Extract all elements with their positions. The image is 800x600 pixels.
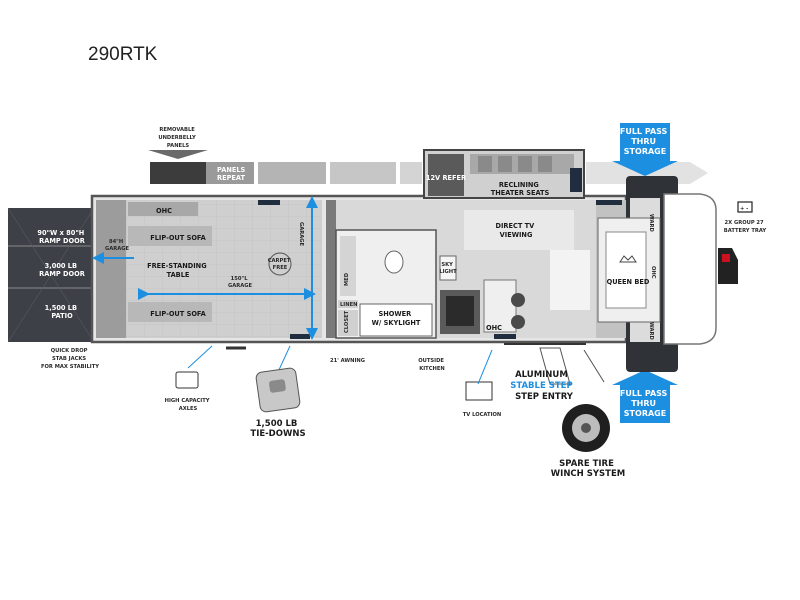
awning-label: 21' AWNING <box>330 358 365 364</box>
table-label: FREE-STANDING TABLE <box>147 262 209 279</box>
aluminum-step-label: ALUMINUM STABLE STEP STEP ENTRY <box>510 362 578 402</box>
ward-top-label: WARD <box>648 214 654 232</box>
svg-text:FULL PASS THRU STO: FULL PASS THRU STORAGE <box>620 389 670 418</box>
battery-icon <box>737 201 753 213</box>
bottom-callouts: QUICK DROP STAB JACKS FOR MAX STABILITY … <box>41 343 625 479</box>
ramp-door: 90"W x 80"H RAMP DOOR 3,000 LB RAMP DOOR… <box>7 207 95 343</box>
svg-text:FULL PASS THRU STO: FULL PASS THRU STORAGE <box>620 127 670 156</box>
bathroom-area: MED LINEN CLOSET SHOWER W/ SKYLIGHT SKY … <box>326 200 457 339</box>
garage-side-label: GARAGE <box>298 222 304 247</box>
closet-label: CLOSET <box>344 310 350 333</box>
kitchen-living: DIRECT TV VIEWING OHC <box>440 210 590 339</box>
garage-area: OHC FLIP-OUT SOFA FLIP-OUT SOFA FREE-STA… <box>92 196 318 340</box>
axle-gauge-icon <box>175 371 199 389</box>
linen-label: LINEN <box>340 302 357 308</box>
flipout-sofa-bottom-label: FLIP-OUT SOFA <box>150 310 206 318</box>
panel-strip: PANELS REPEAT <box>150 162 708 184</box>
toilet-icon <box>384 250 404 274</box>
panels-repeat-label: PANELS REPEAT <box>217 166 248 182</box>
flipout-sofa-top-label: FLIP-OUT SOFA <box>150 234 206 242</box>
outside-kitchen-label: OUTSIDE KITCHEN <box>418 358 446 372</box>
svg-text:+ -: + - <box>740 206 748 212</box>
battery-tray: + - 2X GROUP 27 BATTERY TRAY <box>718 201 767 284</box>
refer-label: 12V REFER <box>426 174 466 182</box>
bedroom: QUEEN BED WARD WARD OHC <box>596 200 661 340</box>
axles-label: HIGH CAPACITY AXLES <box>165 398 212 412</box>
battery-label: 2X GROUP 27 BATTERY TRAY <box>724 220 767 234</box>
slideout-top: 12V REFER RECLINING THEATER SEATS <box>423 149 585 199</box>
tv-location-label: TV LOCATION <box>463 412 502 418</box>
entry-step-icon <box>539 347 571 385</box>
ramp-door-weight-label: 3,000 LB RAMP DOOR <box>39 262 85 278</box>
ohc-kitchen-label: OHC <box>486 324 502 332</box>
ohc-top-label: OHC <box>156 207 172 215</box>
ward-bottom-label: WARD <box>648 322 654 340</box>
patio-label: 1,500 LB PATIO <box>45 304 80 320</box>
ramp-door-size-label: 90"W x 80"H RAMP DOOR <box>37 229 86 245</box>
hitch-icon <box>718 248 738 284</box>
tv-icon <box>465 381 493 401</box>
med-label: MED <box>344 272 350 286</box>
crown-icon <box>619 255 637 263</box>
model-title: 290RTK <box>88 44 158 65</box>
panel-dark <box>150 162 206 184</box>
garage-length-label: 150"L GARAGE <box>228 276 253 289</box>
stab-jacks-label: QUICK DROP STAB JACKS FOR MAX STABILITY <box>41 348 99 370</box>
pass-thru-storage-top: FULL PASS THRU STORAGE <box>612 123 678 176</box>
theater-seats-label: RECLINING THEATER SEATS <box>491 181 550 197</box>
down-arrow-icon <box>148 150 208 159</box>
removable-panels-callout: REMOVABLE UNDERBELLY PANELS <box>148 127 208 159</box>
direct-tv-label: DIRECT TV VIEWING <box>495 222 536 239</box>
garage-height-label: 84"H GARAGE <box>105 239 130 252</box>
spare-tire-label: SPARE TIRE WINCH SYSTEM <box>551 459 625 479</box>
carpet-free-label: CARPET FREE <box>268 258 293 271</box>
range-icon <box>446 296 474 326</box>
pass-thru-storage-bottom: FULL PASS THRU STORAGE <box>612 370 678 423</box>
removable-panels-label: REMOVABLE UNDERBELLY PANELS <box>158 127 197 149</box>
tie-downs-label: 1,500 LB TIE-DOWNS <box>250 419 305 439</box>
queen-bed-label: QUEEN BED <box>607 278 650 286</box>
ohc-bed-label: OHC <box>650 266 656 279</box>
shower-label: SHOWER W/ SKYLIGHT <box>372 310 421 327</box>
skylight-label: SKY LIGHT <box>439 262 457 275</box>
